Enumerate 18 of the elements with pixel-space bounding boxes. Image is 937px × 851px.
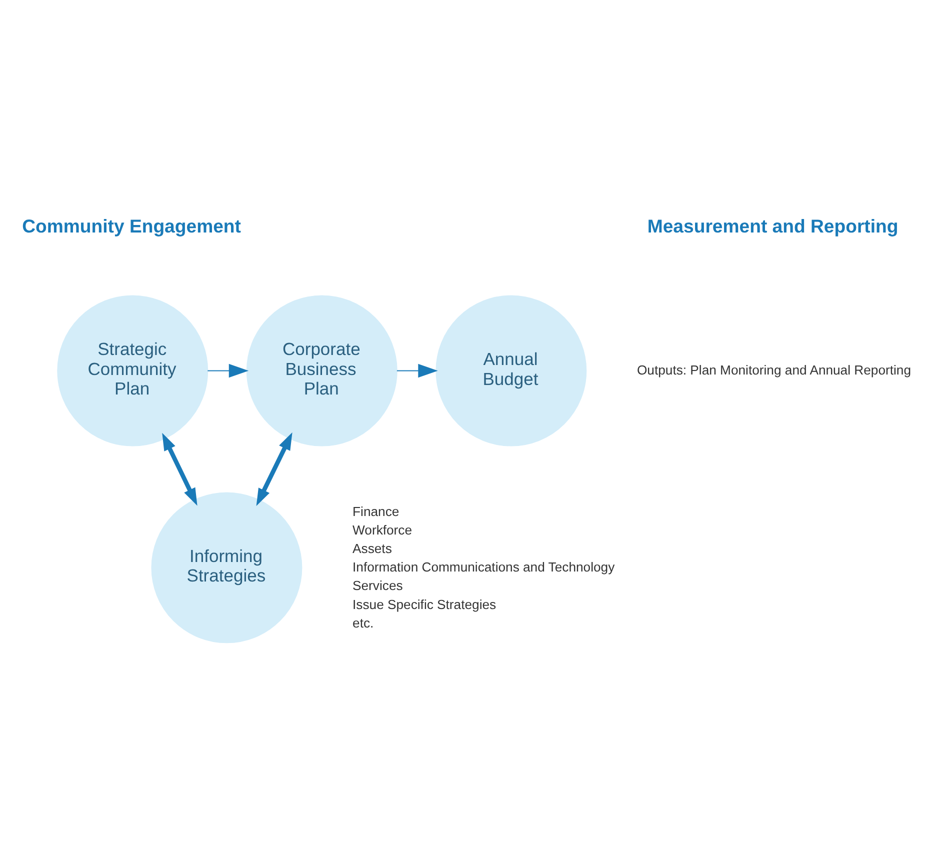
node-label: Information Communications and Technology <box>352 559 615 574</box>
node-label: Outputs: Plan Monitoring and Annual Reporting <box>636 362 912 378</box>
node-label: etc. <box>352 614 374 630</box>
node-label: Issue Specific Strategies <box>352 596 496 612</box>
node-circle: Strategic Community Plan <box>57 294 208 446</box>
node-label: Services <box>352 578 403 593</box>
node-label: Workforce <box>352 522 412 537</box>
label: Community Engagement <box>22 214 241 236</box>
node-circle: Annual Budget <box>436 294 587 446</box>
arrow <box>396 363 438 378</box>
node-label: Finance <box>352 503 400 518</box>
node-circle: Corporate Business Plan <box>246 294 398 446</box>
arrow <box>162 432 198 506</box>
node-circle: Informing Strategies <box>151 492 302 643</box>
node-label: Assets <box>352 540 392 556</box>
arrow <box>208 363 249 378</box>
arrow <box>256 432 292 506</box>
label: Measurement and Reporting <box>647 214 898 236</box>
